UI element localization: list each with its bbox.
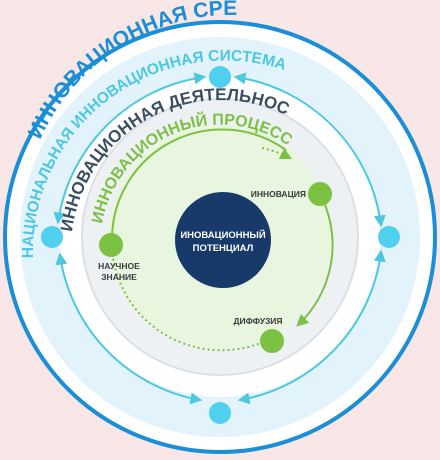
center-circle [175,192,271,288]
science-label-line1: НАУЧНОЕ [98,261,140,271]
innovation-label: ИННОВАЦИЯ [251,189,306,199]
innovation-node [308,182,332,206]
system-cycle-arrows [53,72,386,405]
diffusion-node [260,329,284,353]
system-node-right [378,226,400,248]
center-label-line1: ИНОВАЦИОННЫЙ [180,229,266,241]
process-cycle [111,128,334,352]
center-label-line2: ПОТЕНЦИАЛ [193,243,254,254]
diffusion-label: ДИФФУЗИЯ [233,316,282,326]
science-label-line2: ЗНАНИЕ [101,272,137,282]
system-node-top [209,66,231,88]
system-node-bottom [209,402,231,424]
system-node-left [41,226,63,248]
science-node [99,233,123,257]
